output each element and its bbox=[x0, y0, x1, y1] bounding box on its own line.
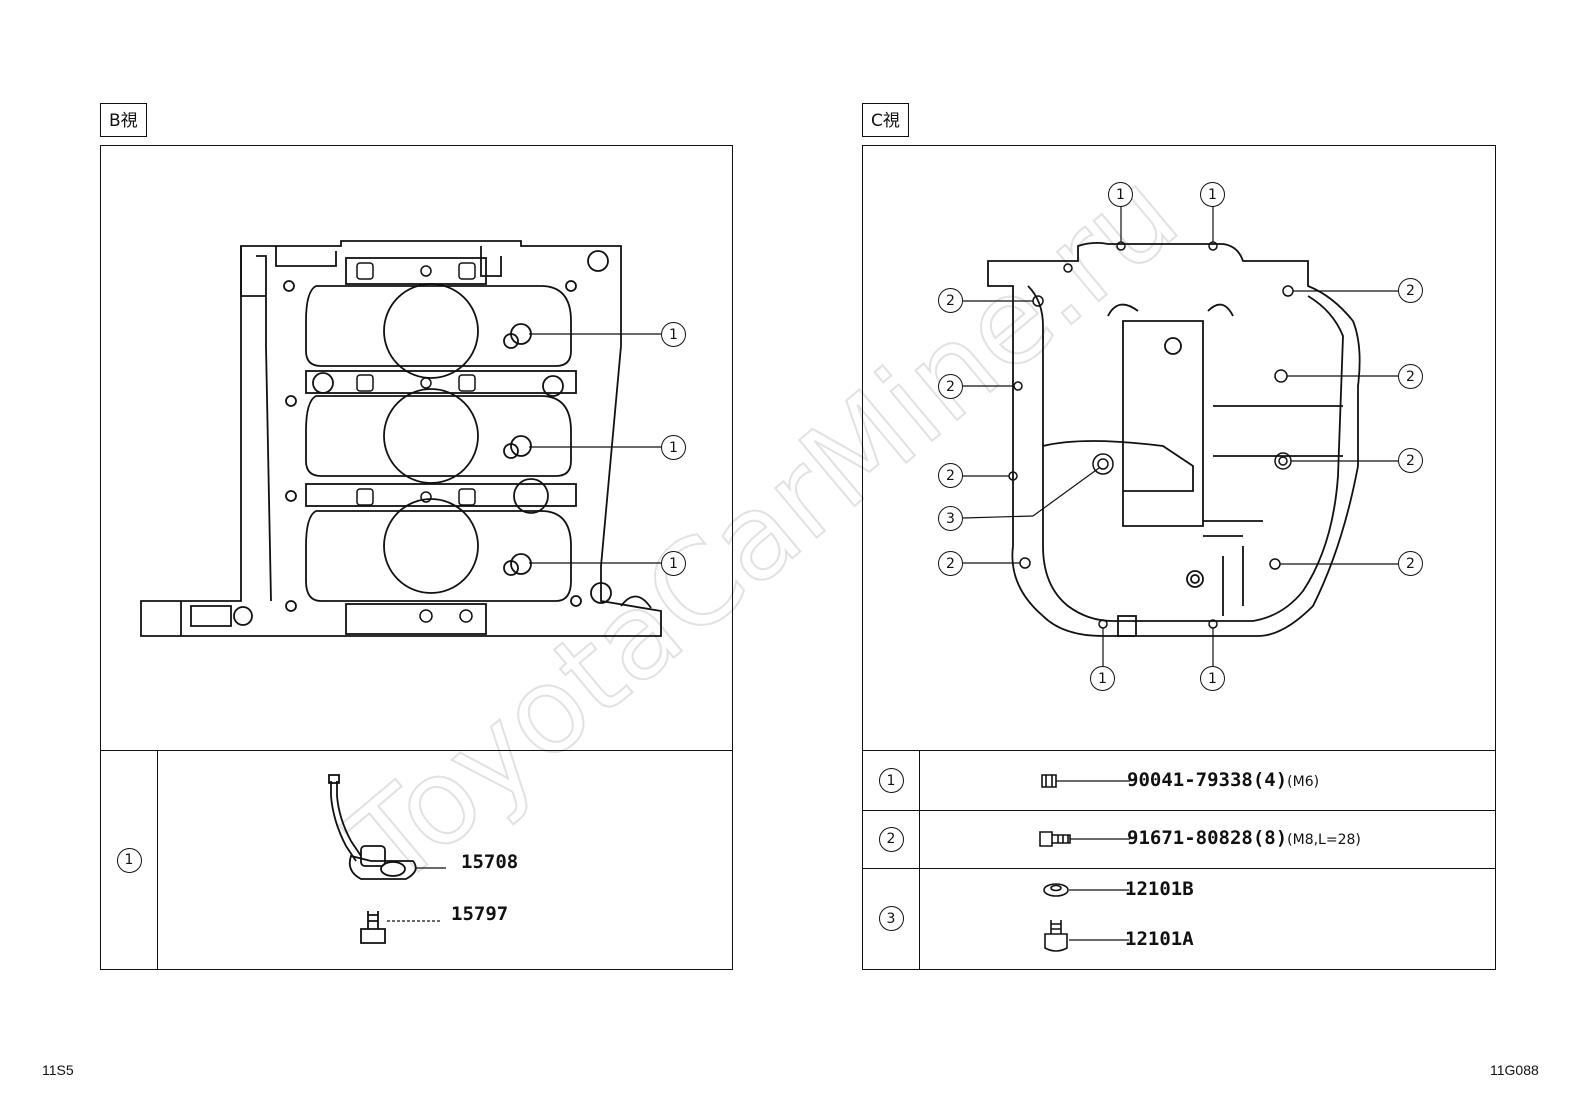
legend-row-number: 2 bbox=[863, 810, 920, 868]
part-number-12101A: 12101A bbox=[1125, 928, 1194, 950]
callout-left-2d: 2 bbox=[938, 551, 963, 576]
callout-top-1b: 1 bbox=[1200, 182, 1225, 207]
callout-left-2b: 2 bbox=[938, 374, 963, 399]
legend-table-right: 1 90041-79338(4)(M6) 2 91671-80828(8)(M8… bbox=[862, 750, 1496, 970]
callout-left-2a: 2 bbox=[938, 288, 963, 313]
part-number-15708: 15708 bbox=[461, 851, 519, 873]
legend-row-1: 1 90041-79338(4)(M6) bbox=[863, 751, 1495, 811]
legend-row-number: 3 bbox=[863, 868, 920, 969]
callout-right-2d: 2 bbox=[1398, 551, 1423, 576]
flange-nut-icon bbox=[1041, 774, 1130, 788]
part-number-91671-80828: 91671-80828(8)(M8,L=28) bbox=[1127, 827, 1361, 849]
legend-row-2: 2 91671-80828(8)(M8,L=28) bbox=[863, 810, 1495, 869]
legend-row-number: 1 bbox=[863, 751, 920, 810]
callout-left-3: 3 bbox=[938, 506, 963, 531]
callout-bottom-1a: 1 bbox=[1090, 666, 1115, 691]
callout-right-2c: 2 bbox=[1398, 448, 1423, 473]
oil-jet-assembly-icon bbox=[328, 774, 446, 944]
legend-row-1: 1 15708 15797 bbox=[101, 751, 732, 969]
legend-table-left: 1 15708 15797 bbox=[100, 750, 733, 970]
callout-right-2b: 2 bbox=[1398, 364, 1423, 389]
callout-top-1a: 1 bbox=[1108, 182, 1133, 207]
oil-pan-drawing bbox=[962, 206, 1398, 668]
legend-row-number: 1 bbox=[101, 751, 158, 969]
callout-oil-jet-3: 1 bbox=[661, 551, 686, 576]
callout-leaders-left bbox=[529, 333, 661, 564]
engine-block-drawing bbox=[140, 240, 662, 637]
callout-left-2c: 2 bbox=[938, 463, 963, 488]
flange-bolt-icon bbox=[1039, 831, 1130, 847]
oil-pan-bottom-view: 1 1 2 2 2 3 2 2 2 2 2 1 1 bbox=[862, 145, 1496, 751]
footer-left-code: 11S5 bbox=[42, 1062, 74, 1078]
legend-row-3: 3 12101B 12101A bbox=[863, 868, 1495, 969]
footer-right-code: 11G088 bbox=[1490, 1062, 1539, 1078]
callout-right-2a: 2 bbox=[1398, 278, 1423, 303]
engine-block-front-view: 1 1 1 bbox=[100, 145, 733, 751]
part-number-90041-79338: 90041-79338(4)(M6) bbox=[1127, 769, 1320, 791]
callout-bottom-1b: 1 bbox=[1200, 666, 1225, 691]
callout-oil-jet-1: 1 bbox=[661, 322, 686, 347]
callout-oil-jet-2: 1 bbox=[661, 435, 686, 460]
part-number-12101B: 12101B bbox=[1125, 878, 1194, 900]
drain-plug-and-gasket-icon bbox=[1043, 883, 1129, 952]
view-label-b: B視 bbox=[100, 103, 147, 137]
view-label-c: C視 bbox=[862, 103, 909, 137]
part-number-15797: 15797 bbox=[451, 903, 509, 925]
